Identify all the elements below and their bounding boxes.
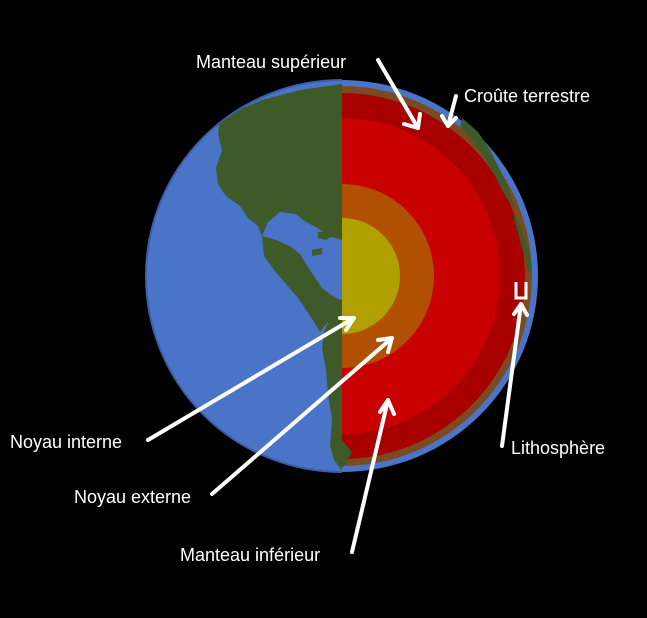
caribbean-islands bbox=[312, 232, 332, 256]
crust-fringe-top bbox=[460, 118, 514, 208]
crust-fringe-bottom bbox=[340, 440, 352, 470]
arrow-croute-terrestre bbox=[440, 94, 458, 128]
globe-outline bbox=[145, 79, 342, 473]
label-lithosphere: Lithosphère bbox=[511, 438, 605, 458]
arrows bbox=[146, 58, 529, 554]
lithosphere-bracket bbox=[514, 282, 528, 300]
arrow-manteau-inferieur bbox=[350, 398, 396, 554]
label-noyau-externe: Noyau externe bbox=[74, 487, 191, 507]
crust-fringe-right bbox=[514, 212, 532, 274]
label-manteau-superieur: Manteau supérieur bbox=[196, 52, 346, 72]
arrow-noyau-interne bbox=[146, 316, 356, 442]
arrow-lithosphere bbox=[500, 302, 529, 448]
arrow-noyau-externe bbox=[210, 336, 394, 496]
arrow-manteau-superieur bbox=[376, 58, 422, 130]
label-manteau-inferieur: Manteau inférieur bbox=[180, 545, 320, 565]
globe-surface bbox=[145, 79, 342, 473]
cross-section bbox=[342, 80, 538, 472]
north-america-landmass bbox=[216, 84, 342, 240]
label-noyau-interne: Noyau interne bbox=[10, 432, 122, 452]
central-america-landmass bbox=[262, 236, 342, 332]
label-croute-terrestre: Croûte terrestre bbox=[464, 86, 590, 106]
inner-core-layer bbox=[342, 218, 400, 334]
